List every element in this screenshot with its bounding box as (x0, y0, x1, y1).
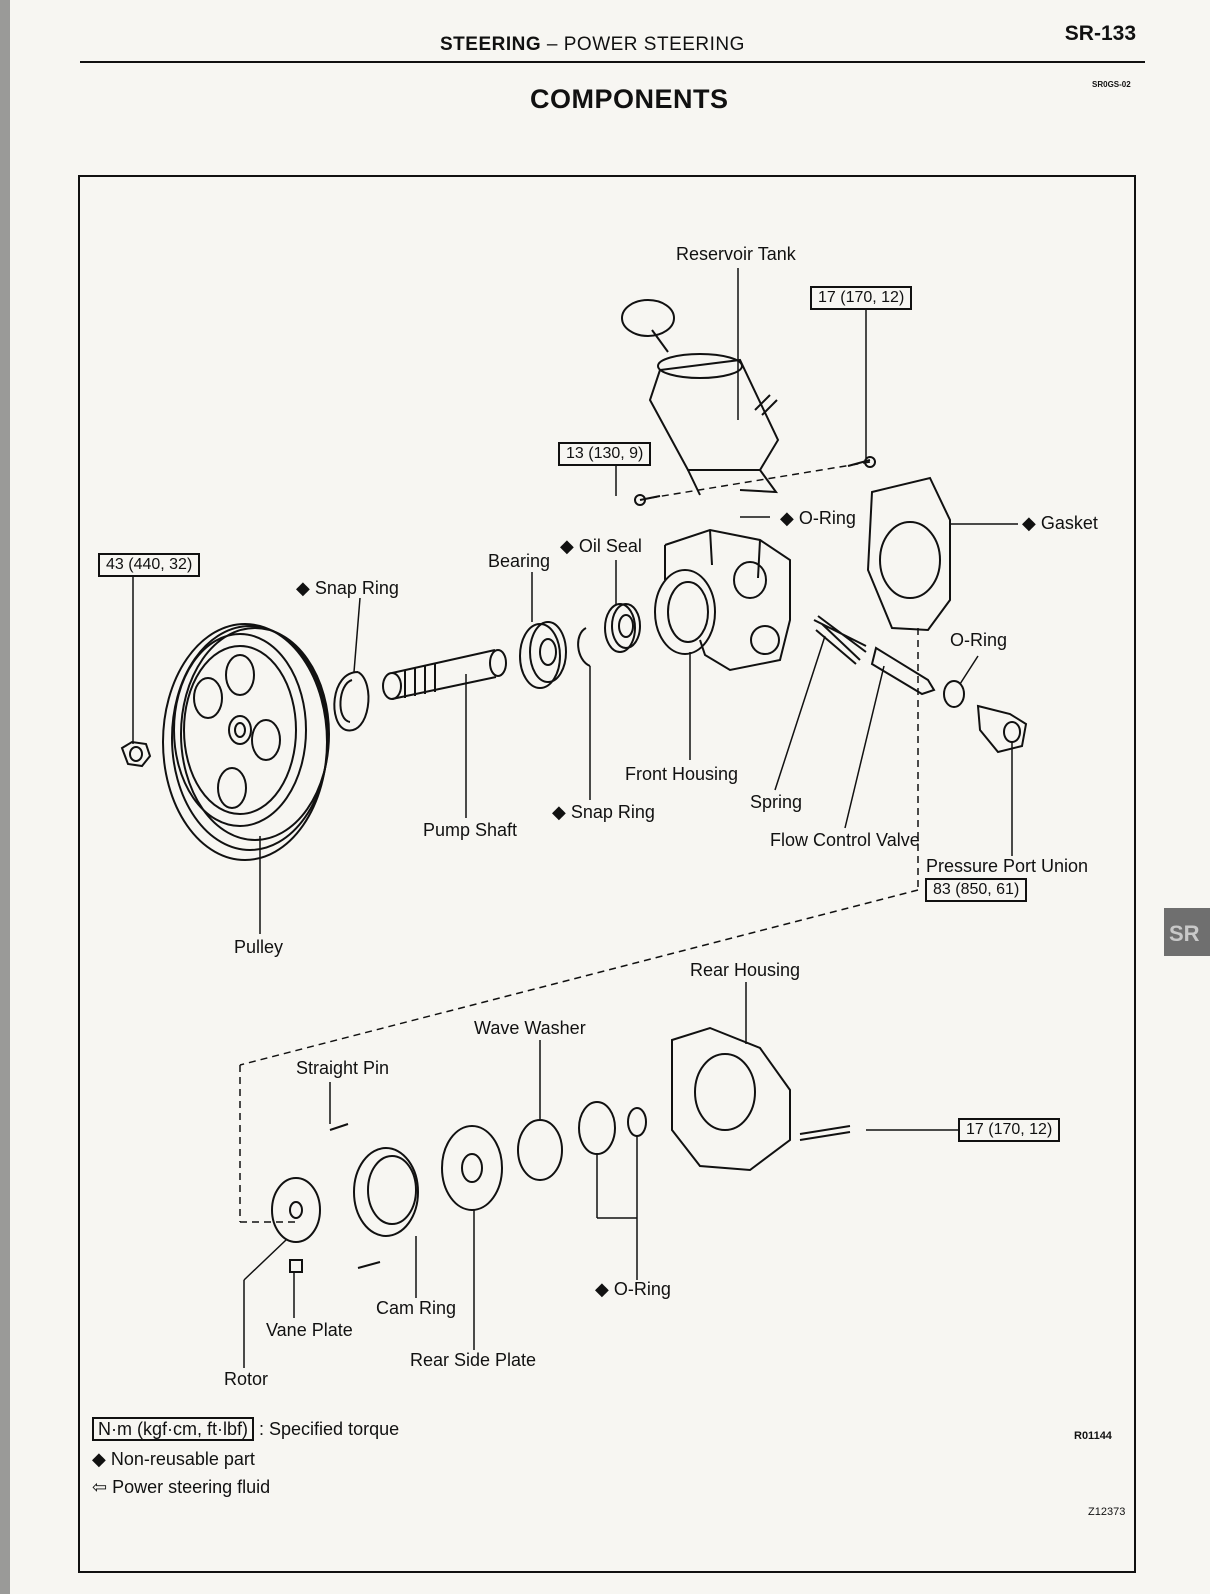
reservoir-tank-part (621, 299, 780, 496)
header-section: STEERING (440, 34, 542, 55)
label-pressure-port-union: Pressure Port Union (926, 856, 1089, 876)
wave-washer-part (517, 1119, 563, 1181)
label-oil-seal: ◆ Oil Seal (560, 536, 642, 556)
o-ring-mid-part (943, 680, 965, 708)
label-flow-control-valve: Flow Control Valve (770, 830, 920, 850)
torque-83: 83 (850, 61) (925, 878, 1028, 902)
label-rotor: Rotor (224, 1369, 269, 1389)
label-snap-ring-1: ◆ Snap Ring (296, 578, 399, 598)
page-header: STEERING – POWER STEERING (440, 34, 745, 56)
figure-code-a: R01144 (1074, 1430, 1112, 1442)
pump-shaft-part (382, 649, 507, 700)
o-ring-lower-2-part (627, 1107, 647, 1137)
front-housing-part (654, 528, 791, 672)
snap-ring-1-part (333, 671, 370, 732)
assembly-dashed-lines (239, 461, 919, 1223)
label-spring: Spring (750, 792, 803, 812)
doc-code: SR0GS-02 (1092, 80, 1131, 89)
cam-ring-part (353, 1147, 419, 1237)
pulley-nut-part (120, 740, 152, 768)
flow-control-valve-part (870, 646, 936, 696)
label-rear-side-plate: Rear Side Plate (410, 1350, 537, 1370)
bearing-part (519, 621, 567, 689)
pulley-part (162, 623, 330, 861)
torque-43: 43 (440, 32) (98, 553, 201, 577)
page-number: SR-133 (1064, 22, 1136, 45)
label-front-housing: Front Housing (625, 764, 739, 784)
label-straight-pin: Straight Pin (296, 1058, 390, 1078)
section-tab: SR (1164, 908, 1210, 956)
label-gasket: ◆ Gasket (1022, 513, 1098, 533)
rotor-part (271, 1177, 321, 1243)
label-o-ring-mid: O-Ring (950, 630, 1008, 650)
leader-lines (132, 268, 1018, 1368)
o-ring-lower-1-part (578, 1101, 616, 1155)
snap-ring-2-part (577, 627, 591, 667)
label-cam-ring: Cam Ring (376, 1298, 457, 1318)
gasket-part (866, 476, 951, 632)
spring-part (813, 615, 867, 665)
label-wave-washer: Wave Washer (474, 1018, 586, 1038)
label-vane-plate: Vane Plate (266, 1320, 353, 1340)
rear-housing-part (671, 1026, 791, 1172)
torque-13: 13 (130, 9) (558, 442, 652, 466)
straight-pins-part (329, 1123, 381, 1269)
figure-code-b: Z12373 (1088, 1506, 1126, 1518)
diagram-frame (78, 175, 1136, 1573)
label-o-ring-top: ◆ O-Ring (780, 508, 856, 528)
page-title: COMPONENTS (530, 84, 729, 114)
torque-17-bottom: 17 (170, 12) (958, 1118, 1061, 1142)
vane-plate-part (289, 1259, 303, 1273)
label-o-ring-bottom: ◆ O-Ring (595, 1279, 671, 1299)
section-tab-label: SR (1169, 921, 1200, 946)
torque-17-top: 17 (170, 12) (810, 286, 913, 310)
label-pump-shaft: Pump Shaft (423, 820, 518, 840)
label-rear-housing: Rear Housing (690, 960, 801, 980)
legend-fluid: ⇦ Power steering fluid (92, 1477, 271, 1497)
label-snap-ring-2: ◆ Snap Ring (552, 802, 655, 822)
oil-seal-part (604, 603, 641, 653)
label-reservoir-tank: Reservoir Tank (676, 244, 796, 264)
header-subsection: – POWER STEERING (546, 34, 745, 55)
legend-unit-box: N·m (kgf·cm, ft·lbf) (92, 1417, 254, 1441)
rear-side-plate-part (441, 1125, 503, 1211)
label-pulley: Pulley (234, 937, 284, 957)
page-edge (0, 0, 10, 1594)
legend-unit-text: : Specified torque (259, 1419, 400, 1439)
legend-torque: N·m (kgf·cm, ft·lbf) : Specified torque (92, 1417, 400, 1441)
label-bearing: Bearing (488, 551, 551, 571)
rear-housing-bolt (799, 1125, 851, 1141)
legend-nonreusable: ◆ Non-reusable part (92, 1449, 255, 1469)
pressure-port-union-part (976, 704, 1028, 754)
header-rule (80, 61, 1145, 63)
